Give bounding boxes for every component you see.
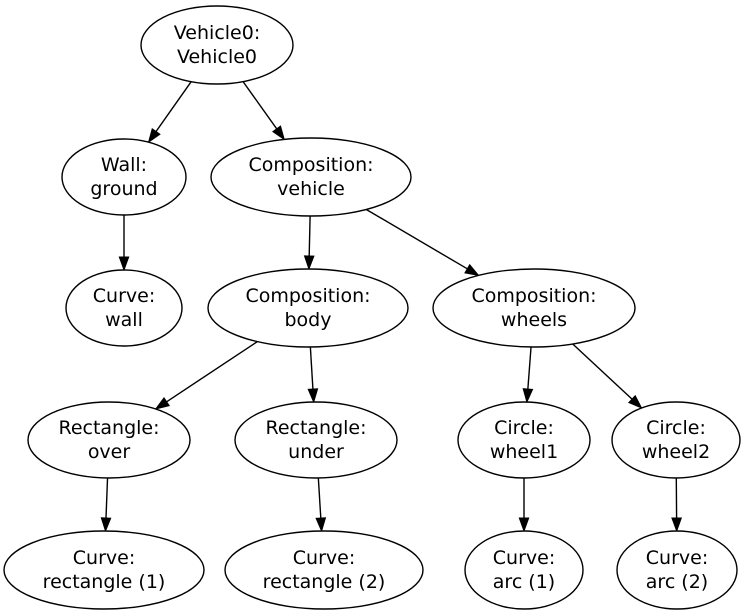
edge-line (105, 477, 109, 519)
node-label-line2: over (88, 441, 131, 463)
arrowhead-icon (518, 517, 530, 533)
edge-line (309, 346, 314, 390)
node-ellipse (140, 5, 294, 85)
edge-line (308, 215, 311, 257)
arrowhead-icon (627, 394, 643, 409)
edge-line (365, 208, 468, 270)
node-ellipse (61, 138, 187, 216)
node-label-line1: Circle: (494, 417, 554, 439)
node-rect-under: Rectangle:under (234, 401, 398, 479)
node-label-line2: vehicle (277, 178, 345, 200)
node-circle-wheel2: Circle:wheel2 (611, 401, 741, 479)
node-ellipse (224, 530, 424, 610)
arrowhead-icon (118, 256, 130, 272)
node-label-line1: Curve: (493, 547, 555, 569)
edge-line (572, 343, 633, 400)
node-label-line1: Composition: (248, 154, 373, 176)
edge-line (527, 346, 532, 390)
edge-vehicle0-to-comp-vehicle (242, 81, 286, 141)
node-label-line1: Curve: (293, 547, 355, 569)
node-vehicle0: Vehicle0:Vehicle0 (140, 5, 294, 85)
node-ellipse (457, 401, 591, 479)
node-ellipse (207, 268, 409, 348)
node-label-line2: wall (105, 309, 143, 331)
node-label-line1: Circle: (646, 417, 706, 439)
node-label-line1: Rectangle: (265, 417, 366, 439)
node-label-line1: Rectangle: (58, 417, 159, 439)
node-rect-over: Rectangle:over (27, 401, 191, 479)
node-ellipse (27, 401, 191, 479)
node-label-line1: Curve: (646, 547, 708, 569)
node-label-line2: Vehicle0 (177, 46, 257, 68)
arrowhead-icon (464, 263, 480, 277)
edge-circle-wheel2-to-curve-arc2 (671, 477, 683, 533)
arrowhead-icon (671, 517, 683, 533)
node-curve-rect1: Curve:rectangle (1) (3, 530, 205, 610)
node-ellipse (464, 530, 584, 610)
edge-comp-vehicle-to-comp-body (303, 215, 315, 271)
node-curve-arc1: Curve:arc (1) (464, 530, 584, 610)
arrowhead-icon (272, 125, 286, 141)
node-ellipse (65, 269, 183, 347)
node-label-line1: Composition: (471, 285, 596, 307)
node-label-line2: arc (2) (646, 571, 708, 593)
edge-rect-under-to-curve-rect2 (315, 477, 327, 533)
edge-comp-wheels-to-circle-wheel2 (572, 343, 643, 409)
edge-wall-ground-to-curve-wall (118, 215, 130, 272)
node-label-line2: rectangle (1) (43, 571, 166, 593)
arrowhead-icon (303, 255, 315, 271)
edge-line (155, 81, 192, 132)
arrowhead-icon (100, 517, 112, 533)
edge-comp-body-to-rect-under (307, 346, 319, 404)
node-curve-arc2: Curve:arc (2) (616, 530, 738, 610)
node-label-line1: Vehicle0: (174, 22, 260, 44)
node-ellipse (210, 137, 412, 217)
node-label-line1: Composition: (245, 285, 370, 307)
node-comp-wheels: Composition:wheels (432, 268, 636, 348)
node-label-line2: arc (1) (493, 571, 555, 593)
node-ellipse (234, 401, 398, 479)
edge-rect-over-to-curve-rect1 (100, 477, 112, 533)
arrowhead-icon (147, 127, 161, 144)
edge-comp-vehicle-to-comp-wheels (365, 208, 480, 277)
edge-vehicle0-to-wall-ground (147, 81, 192, 144)
node-label-line2: body (285, 309, 332, 331)
node-label-line1: Wall: (101, 154, 147, 176)
node-ellipse (616, 530, 738, 610)
node-label-line2: wheel1 (490, 441, 558, 463)
node-circle-wheel1: Circle:wheel1 (457, 401, 591, 479)
node-label-line2: wheels (501, 309, 567, 331)
edge-comp-body-to-rect-over (154, 341, 258, 410)
node-label-line2: under (288, 441, 344, 463)
arrowhead-icon (522, 388, 534, 404)
node-label-line1: Curve: (93, 285, 155, 307)
node-wall-ground: Wall:ground (61, 138, 187, 216)
node-label-line2: wheel2 (642, 441, 710, 463)
edge-circle-wheel1-to-curve-arc1 (518, 478, 530, 533)
arrowhead-icon (315, 517, 327, 533)
node-curve-wall: Curve:wall (65, 269, 183, 347)
edge-line (317, 477, 322, 519)
node-ellipse (3, 530, 205, 610)
node-label-line2: rectangle (2) (263, 571, 386, 593)
arrowhead-icon (154, 397, 171, 410)
edge-line (166, 341, 258, 403)
arrowhead-icon (307, 388, 319, 404)
edge-line (242, 81, 278, 130)
node-curve-rect2: Curve:rectangle (2) (224, 530, 424, 610)
node-ellipse (432, 268, 636, 348)
node-comp-vehicle: Composition:vehicle (210, 137, 412, 217)
node-comp-body: Composition:body (207, 268, 409, 348)
edge-comp-wheels-to-circle-wheel1 (522, 346, 534, 404)
node-label-line1: Curve: (73, 547, 135, 569)
node-ellipse (611, 401, 741, 479)
node-label-line2: ground (90, 178, 157, 200)
